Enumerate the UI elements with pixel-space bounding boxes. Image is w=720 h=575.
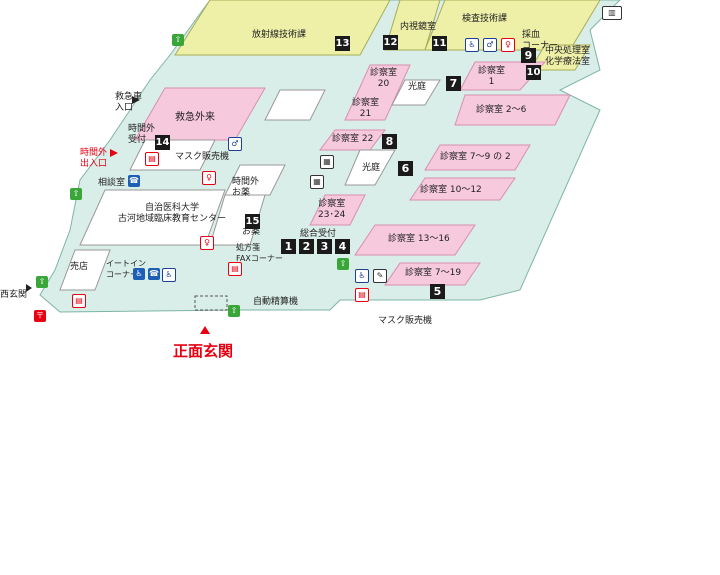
after-hours-arrow <box>110 149 118 157</box>
after-hours-entrance-label: 時間外 出入口 <box>80 148 108 169</box>
badge-11: 11 <box>432 36 447 51</box>
main-entrance-arrow <box>200 326 210 334</box>
badge-1: 1 <box>281 239 296 254</box>
room-7-19-area <box>384 262 481 286</box>
badge-2: 2 <box>299 239 314 254</box>
wheelchair-icon: ♿ <box>355 269 369 283</box>
toilet-male-icon: ♂ <box>483 38 497 52</box>
badge-12: 12 <box>383 35 398 50</box>
wheelchair-icon: ♿ <box>133 268 145 280</box>
badge-14: 14 <box>155 135 170 150</box>
room-10-12-label: 診察室 10～12 <box>420 185 482 195</box>
badge-9: 9 <box>521 48 536 63</box>
radiology-area <box>174 0 391 56</box>
wheelchair-icon: ♿ <box>465 38 479 52</box>
badge-6: 6 <box>398 161 413 176</box>
badge-13: 13 <box>335 36 350 51</box>
general-reception-label: 総合受付 <box>300 229 337 239</box>
mailbox-icon: 〒 <box>34 310 46 322</box>
center-block <box>264 89 326 121</box>
badge-10: 10 <box>526 65 541 80</box>
mask-vending-top-label: マスク販売機 <box>175 152 230 162</box>
room-23-24-area <box>309 194 366 226</box>
blood-corner-label: 採血 コーナー <box>522 30 559 51</box>
prescription-fax-label: 処方箋 FAXコーナー <box>236 243 283 263</box>
stairs-icon: ▦ <box>320 155 334 169</box>
badge-4: 4 <box>335 239 350 254</box>
toilet-female-icon: ♀ <box>202 171 216 185</box>
west-entrance-label: 西玄関 <box>0 290 28 300</box>
exit-icon: ⇧ <box>337 258 349 270</box>
consult-room-label: 相談室 <box>98 178 126 188</box>
shop-block <box>59 249 111 291</box>
after-hours-meds-label: 時間外 お薬 <box>232 177 260 198</box>
courtyard-2 <box>344 149 396 186</box>
vending-icon: ▤ <box>145 152 159 166</box>
west-arrow <box>26 284 32 292</box>
room-7-19-label: 診察室 7～19 <box>405 268 462 278</box>
room-23-24-label: 診察室 23･24 <box>318 199 346 220</box>
room-7-9-2-area <box>424 144 531 171</box>
main-entrance-box <box>194 295 228 311</box>
courtyard-2-label: 光庭 <box>362 163 381 173</box>
room-7-9-2-label: 診察室 7～9 の 2 <box>440 152 511 162</box>
central-proc-label: 中央処理室 化学療法室 <box>545 46 591 67</box>
room-22-label: 診察室 22 <box>332 134 374 144</box>
badge-7: 7 <box>446 76 461 91</box>
toilet-female-icon: ♀ <box>501 38 515 52</box>
baby-icon: ✎ <box>373 269 387 283</box>
medicine-label: お薬 <box>242 227 261 237</box>
room-13-16-area <box>354 224 476 256</box>
medical-univ-label: 自治医科大学 古河地域臨床教育センター <box>118 203 227 224</box>
stairs-icon: ▥ <box>602 6 622 20</box>
vending-icon: ▤ <box>228 262 242 276</box>
pharmacy-block <box>209 194 266 246</box>
toilet-female-icon: ♀ <box>200 236 214 250</box>
room-20-label: 診察室 20 <box>370 68 398 89</box>
main-entrance-label: 正面玄関 <box>173 342 234 360</box>
eat-in-label: イートイン コーナー <box>106 259 146 279</box>
elevator-icon: ▦ <box>310 175 324 189</box>
lab-tech-label: 検査技術課 <box>462 14 508 24</box>
room-2-6-area <box>454 94 571 126</box>
room-10-12-area <box>409 177 516 201</box>
exit-icon: ⇧ <box>70 188 82 200</box>
er-arrow <box>132 96 140 104</box>
mask-vending-bottom-label: マスク販売機 <box>378 316 433 326</box>
toilet-male-icon: ♂ <box>228 137 242 151</box>
wheelchair-icon: ♿ <box>162 268 176 282</box>
courtyard-1 <box>391 79 441 106</box>
badge-15: 15 <box>245 214 260 229</box>
endoscopy-label: 内視鏡室 <box>400 22 437 32</box>
auto-payment-label: 自動精算機 <box>253 297 299 307</box>
phone-icon: ☎ <box>148 268 160 280</box>
stair-block <box>224 164 286 196</box>
shop-label: 売店 <box>70 262 89 272</box>
courtyard-1-label: 光庭 <box>408 82 427 92</box>
radiology-label: 放射線技術課 <box>252 30 307 40</box>
badge-5: 5 <box>430 284 445 299</box>
room-21-label: 診察室 21 <box>352 98 380 119</box>
vending-icon: ▤ <box>72 294 86 308</box>
phone-icon: ☎ <box>128 175 140 187</box>
exit-icon: ⇧ <box>228 305 240 317</box>
room-1-label: 診察室 1 <box>478 66 506 87</box>
room-20-21-area <box>344 64 411 121</box>
er-entrance-label: 救急車 入口 <box>115 92 143 113</box>
exit-icon: ⇧ <box>172 34 184 46</box>
exit-icon: ⇧ <box>36 276 48 288</box>
er-label: 救急外来 <box>175 112 215 123</box>
badge-3: 3 <box>317 239 332 254</box>
room-2-6-label: 診察室 2～6 <box>476 105 527 115</box>
vending-icon: ▤ <box>355 288 369 302</box>
after-hours-reception-label: 時間外 受付 <box>128 124 156 145</box>
room-13-16-label: 診察室 13～16 <box>388 234 450 244</box>
badge-8: 8 <box>382 134 397 149</box>
